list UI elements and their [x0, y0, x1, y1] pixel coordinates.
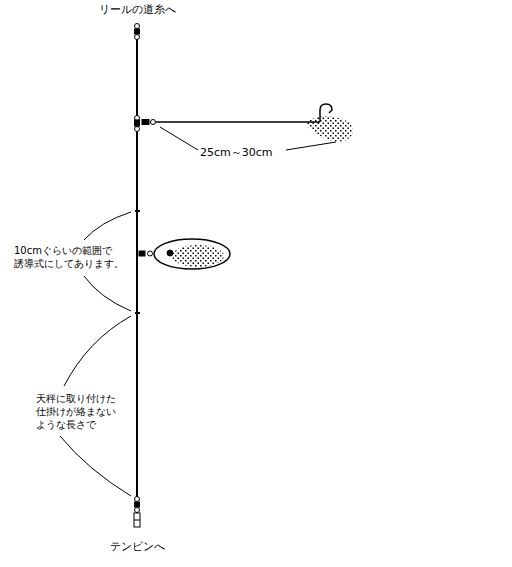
range-bracket — [84, 212, 131, 240]
main-line — [136, 38, 138, 497]
bottom-swivel — [134, 497, 140, 528]
dimension-leader — [286, 142, 336, 150]
length-bracket — [60, 436, 131, 496]
range-note: 10cmぐらいの範囲で 誘導式にしてあります。 — [14, 244, 132, 270]
branch-swivel — [135, 116, 156, 132]
branch-line — [156, 121, 320, 123]
spoon-lure — [139, 239, 230, 269]
dimension-label: 25cm～30cm — [200, 146, 273, 160]
stopper-knot — [135, 210, 140, 212]
length-bracket — [64, 316, 131, 386]
bait — [305, 116, 353, 142]
range-bracket — [84, 276, 131, 311]
line-note: テンビンへ — [110, 540, 165, 554]
line-note: リールの道糸へ — [99, 3, 176, 17]
length-note: 天秤に取り付けた 仕掛けが絡まない ような長さで — [36, 392, 128, 431]
dimension-leader — [160, 127, 198, 150]
top-swivel — [135, 24, 140, 40]
stopper-knot — [135, 312, 140, 314]
